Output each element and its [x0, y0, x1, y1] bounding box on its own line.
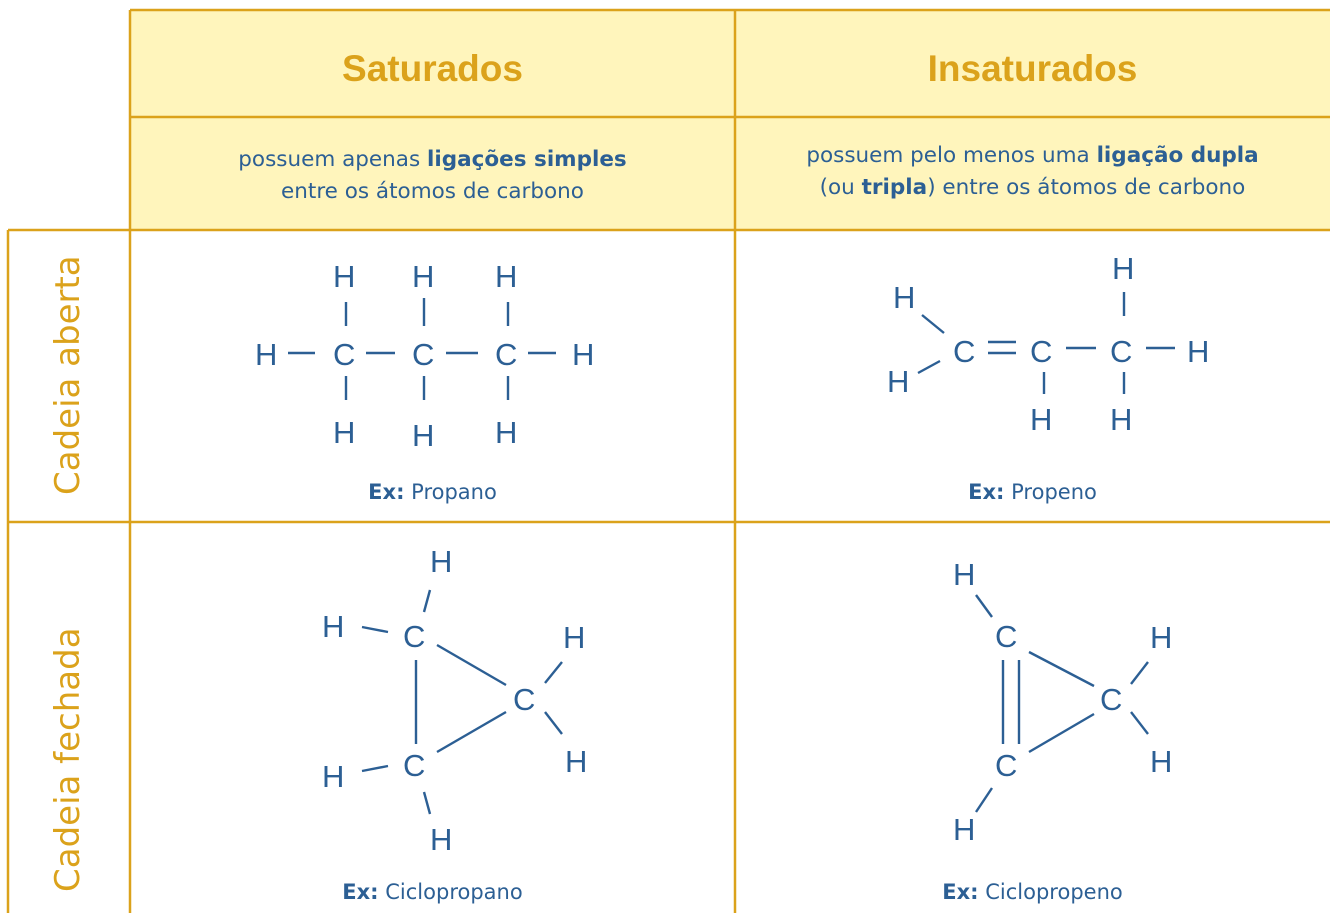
caption-propano: Ex: Propano	[130, 480, 735, 504]
atom-h: H	[1030, 402, 1052, 437]
desc-ins-line2-post: ) entre os átomos de carbono	[927, 175, 1246, 200]
atom-h: H	[953, 812, 975, 847]
desc-sat-pre: possuem apenas	[238, 147, 427, 172]
atom-c: C	[495, 337, 517, 372]
bond	[1130, 711, 1149, 735]
atom-h: H	[893, 280, 915, 315]
description-insaturados: possuem pelo menos uma ligação dupla (ou…	[735, 140, 1330, 204]
bond	[1028, 712, 1095, 754]
structure-ciclopropano: H H C C H H C H H	[322, 544, 587, 857]
caption-propeno: Ex: Propeno	[735, 480, 1330, 504]
atom-c: C	[995, 619, 1017, 654]
desc-sat-bold: ligações simples	[427, 147, 627, 172]
caption-ex-label: Ex:	[942, 880, 979, 904]
atom-c: C	[333, 337, 355, 372]
desc-ins-line2-bold: tripla	[861, 175, 928, 200]
atom-c: C	[1100, 682, 1122, 717]
atom-c: C	[953, 334, 975, 369]
atom-h: H	[412, 418, 434, 453]
column-title-saturados: Saturados	[342, 48, 523, 89]
description-saturados: possuem apenas ligações simples entre os…	[130, 144, 735, 208]
atom-c: C	[1110, 334, 1132, 369]
atom-c: C	[412, 337, 434, 372]
atom-h: H	[333, 259, 355, 294]
atom-c: C	[403, 619, 425, 654]
bond	[1028, 650, 1095, 688]
atom-h: H	[572, 337, 594, 372]
bond	[975, 787, 993, 813]
bond	[361, 764, 389, 773]
atom-c: C	[995, 748, 1017, 783]
atom-h: H	[333, 415, 355, 450]
atom-h: H	[495, 415, 517, 450]
caption-propeno-name: Propeno	[1011, 480, 1097, 504]
atom-h: H	[1150, 620, 1172, 655]
bond	[975, 594, 993, 618]
atom-h: H	[322, 609, 344, 644]
desc-sat-post: entre os átomos de carbono	[281, 179, 584, 204]
atom-h: H	[430, 822, 452, 857]
bond	[422, 589, 432, 613]
atom-h: H	[495, 259, 517, 294]
atom-h: H	[1187, 334, 1209, 369]
bond	[544, 661, 563, 684]
caption-ex-label: Ex:	[968, 480, 1005, 504]
caption-ex-label: Ex:	[342, 880, 379, 904]
bond	[544, 711, 563, 735]
desc-ins-line1-pre: possuem pelo menos uma	[806, 143, 1097, 168]
header-insaturados: Insaturados possuem pelo menos uma ligaç…	[735, 10, 1330, 230]
bond	[361, 625, 389, 634]
atom-h: H	[1112, 251, 1134, 286]
atom-h: H	[412, 259, 434, 294]
caption-ciclopropano-name: Ciclopropano	[385, 880, 523, 904]
structure-ciclopropeno: H C C H H C H	[953, 557, 1172, 847]
atom-h: H	[953, 557, 975, 592]
caption-propano-name: Propano	[411, 480, 497, 504]
desc-ins-line2-open: (ou	[819, 175, 862, 200]
header-background	[130, 10, 1330, 230]
structure-propeno: H H C C C H H H H	[887, 251, 1209, 437]
bond	[436, 643, 507, 687]
atom-c: C	[1030, 334, 1052, 369]
column-title-insaturados: Insaturados	[927, 48, 1138, 89]
caption-ciclopropeno: Ex: Ciclopropeno	[735, 880, 1330, 904]
bond	[436, 710, 507, 754]
header-saturados: Saturados possuem apenas ligações simple…	[130, 10, 735, 230]
atom-c: C	[513, 682, 535, 717]
atom-c: C	[403, 748, 425, 783]
atom-h: H	[1110, 402, 1132, 437]
atom-h: H	[1150, 744, 1172, 779]
bond	[921, 314, 945, 334]
structure-propano: H H H H C C C H H H H	[255, 259, 594, 453]
atom-h: H	[563, 620, 585, 655]
atom-h: H	[322, 759, 344, 794]
atom-h: H	[430, 544, 452, 579]
caption-ciclopropano: Ex: Ciclopropano	[130, 880, 735, 904]
atom-h: H	[565, 744, 587, 779]
desc-ins-line1-bold: ligação dupla	[1096, 143, 1259, 168]
atom-h: H	[255, 337, 277, 372]
caption-ciclopropeno-name: Ciclopropeno	[985, 880, 1123, 904]
atom-h: H	[887, 364, 909, 399]
caption-ex-label: Ex:	[368, 480, 405, 504]
bond	[1130, 661, 1149, 685]
bond	[422, 791, 432, 815]
bond	[917, 359, 941, 375]
